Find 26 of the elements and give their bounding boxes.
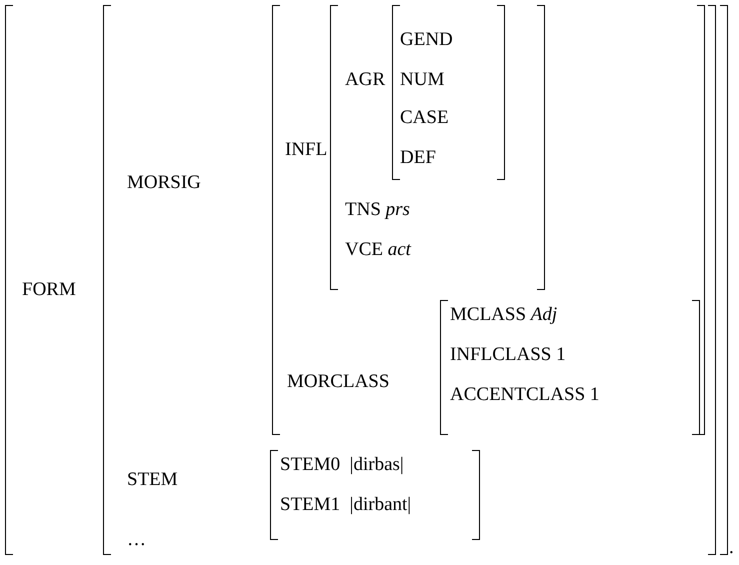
feature-label: MORCLASS <box>287 370 390 394</box>
bracket-matrix <box>5 5 728 555</box>
bracket-matrix <box>103 5 716 555</box>
feature-label: STEM <box>127 468 178 492</box>
feature-label: … <box>127 528 146 552</box>
feature-label: MORSIG <box>127 171 201 195</box>
feature-label: AGR <box>345 68 386 92</box>
feature-label: MCLASS Adj <box>450 303 558 327</box>
bracket-matrix <box>392 5 505 180</box>
bracket-matrix <box>330 5 545 290</box>
feature-label: GEND <box>400 28 453 52</box>
feature-label: TNS prs <box>345 198 410 222</box>
feature-label: INFLCLASS 1 <box>450 343 566 367</box>
feature-label: NUM <box>400 68 444 92</box>
feature-label: VCE act <box>345 238 411 262</box>
bracket-matrix <box>270 450 480 540</box>
bracket-matrix <box>440 300 700 435</box>
feature-label: STEM0 |dirbas| <box>280 453 404 477</box>
period-mark: . <box>729 536 734 560</box>
feature-label: CASE <box>400 106 449 130</box>
feature-label: FORM <box>22 278 76 302</box>
bracket-matrix <box>272 5 705 435</box>
feature-label: STEM1 |dirbant| <box>280 493 412 517</box>
feature-label: DEF <box>400 146 436 170</box>
feature-label: INFL <box>285 138 328 162</box>
feature-label: ACCENTCLASS 1 <box>450 383 600 407</box>
